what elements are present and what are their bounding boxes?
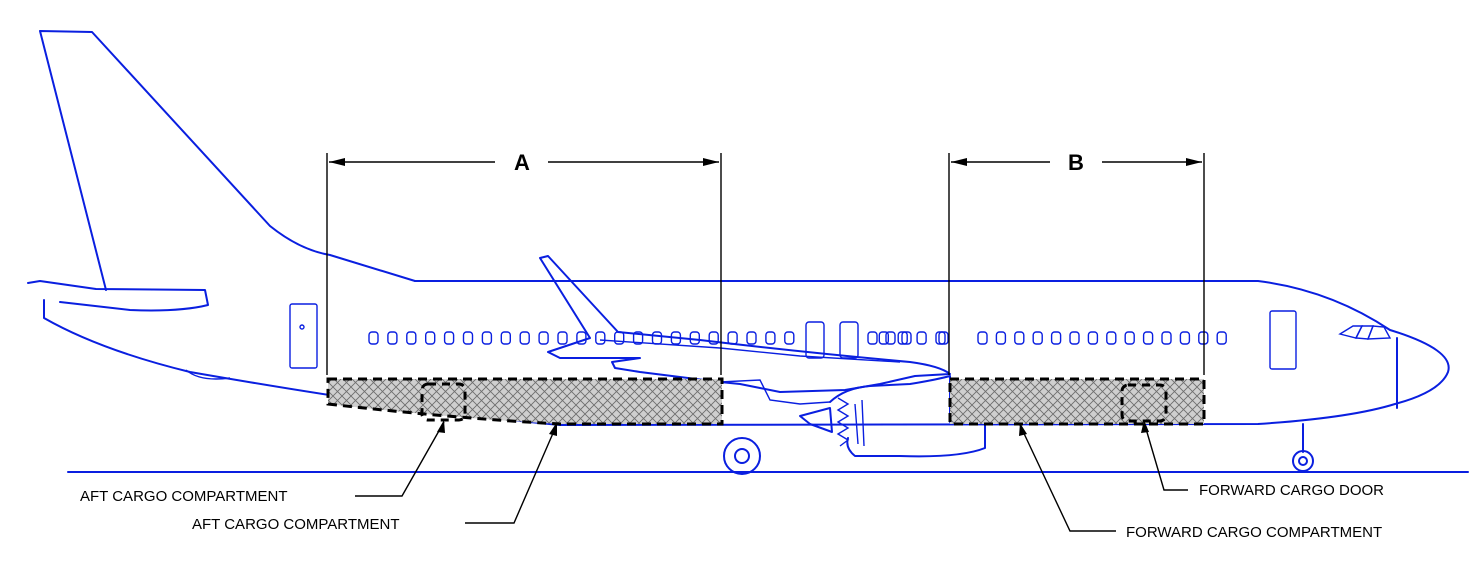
cabin-window	[765, 331, 776, 345]
cabin-window	[519, 331, 530, 345]
cabin-window	[935, 331, 946, 345]
cabin-window	[1050, 331, 1062, 345]
cabin-window	[500, 331, 511, 345]
dimension-a: A	[326, 150, 722, 375]
engine-nacelle	[829, 375, 986, 458]
cabin-window	[462, 331, 474, 345]
cabin-window	[784, 331, 795, 345]
engine-pylon	[854, 399, 865, 447]
engine-chevrons	[836, 397, 850, 447]
cabin-window	[708, 331, 719, 345]
forward-door	[1269, 310, 1297, 370]
wing-flap-track	[599, 339, 901, 363]
overwing-exit-2	[839, 321, 859, 359]
nose-landing-gear	[1292, 423, 1314, 472]
forward-cargo-compartment	[948, 377, 1206, 426]
callout-forward-cargo-door: FORWARD CARGO DOOR	[1199, 482, 1384, 499]
cabin-window	[1014, 331, 1025, 345]
cabin-window	[689, 331, 700, 345]
cabin-window	[885, 331, 896, 345]
cabin-window	[443, 331, 455, 345]
vertical-stabilizer	[39, 30, 416, 291]
cabin-window	[938, 331, 949, 345]
engine-exhaust	[799, 407, 833, 433]
dimension-b: B	[948, 150, 1205, 375]
aft-door-handle	[299, 324, 305, 330]
cabin-window	[1106, 331, 1117, 345]
cabin-window	[406, 331, 417, 345]
cabin-window	[368, 331, 379, 345]
cabin-window	[1142, 331, 1154, 345]
cabin-window	[538, 331, 549, 345]
cabin-window	[1069, 331, 1080, 345]
aft-door	[289, 303, 318, 369]
cabin-window	[901, 331, 912, 345]
aft-belly-fairing	[185, 369, 231, 380]
callout-leaders	[355, 420, 1188, 532]
cabin-window	[1179, 331, 1191, 345]
main-landing-gear	[723, 437, 761, 475]
aft-cargo-compartment	[326, 377, 724, 426]
cabin-windows	[368, 331, 1227, 345]
cabin-window	[576, 331, 587, 345]
wing	[539, 255, 951, 393]
dimension-a-label: A	[514, 150, 530, 175]
cabin-window	[977, 331, 988, 345]
cabin-window	[1032, 331, 1043, 345]
cabin-window	[387, 331, 398, 345]
cabin-window	[1161, 331, 1172, 345]
cabin-window	[595, 331, 606, 345]
cabin-window	[995, 331, 1007, 345]
horizontal-stabilizer	[27, 280, 209, 312]
cabin-window	[1124, 331, 1135, 345]
cabin-window	[867, 331, 878, 345]
cabin-window	[1087, 331, 1099, 345]
cabin-window	[651, 331, 663, 345]
callout-aft-cargo-compartment-1: AFT CARGO COMPARTMENT	[80, 488, 288, 505]
callout-forward-cargo-compartment: FORWARD CARGO COMPARTMENT	[1126, 524, 1382, 541]
cabin-window	[557, 331, 568, 345]
cabin-window	[425, 331, 436, 345]
cabin-window	[481, 331, 493, 345]
cabin-window	[746, 331, 757, 345]
cabin-window	[632, 331, 644, 345]
fuselage-outline	[43, 280, 1450, 426]
wing-flap	[719, 379, 831, 405]
dimension-b-label: B	[1068, 150, 1084, 175]
overwing-exit-1	[805, 321, 825, 359]
cockpit-windows	[1338, 325, 1392, 340]
aft-cargo-door	[420, 382, 467, 422]
callout-aft-cargo-compartment-2: AFT CARGO COMPARTMENT	[192, 516, 400, 533]
cabin-window	[614, 331, 625, 345]
cabin-window	[1216, 331, 1227, 345]
cabin-window	[916, 331, 927, 345]
cabin-window	[727, 331, 738, 345]
cabin-window	[878, 331, 889, 345]
